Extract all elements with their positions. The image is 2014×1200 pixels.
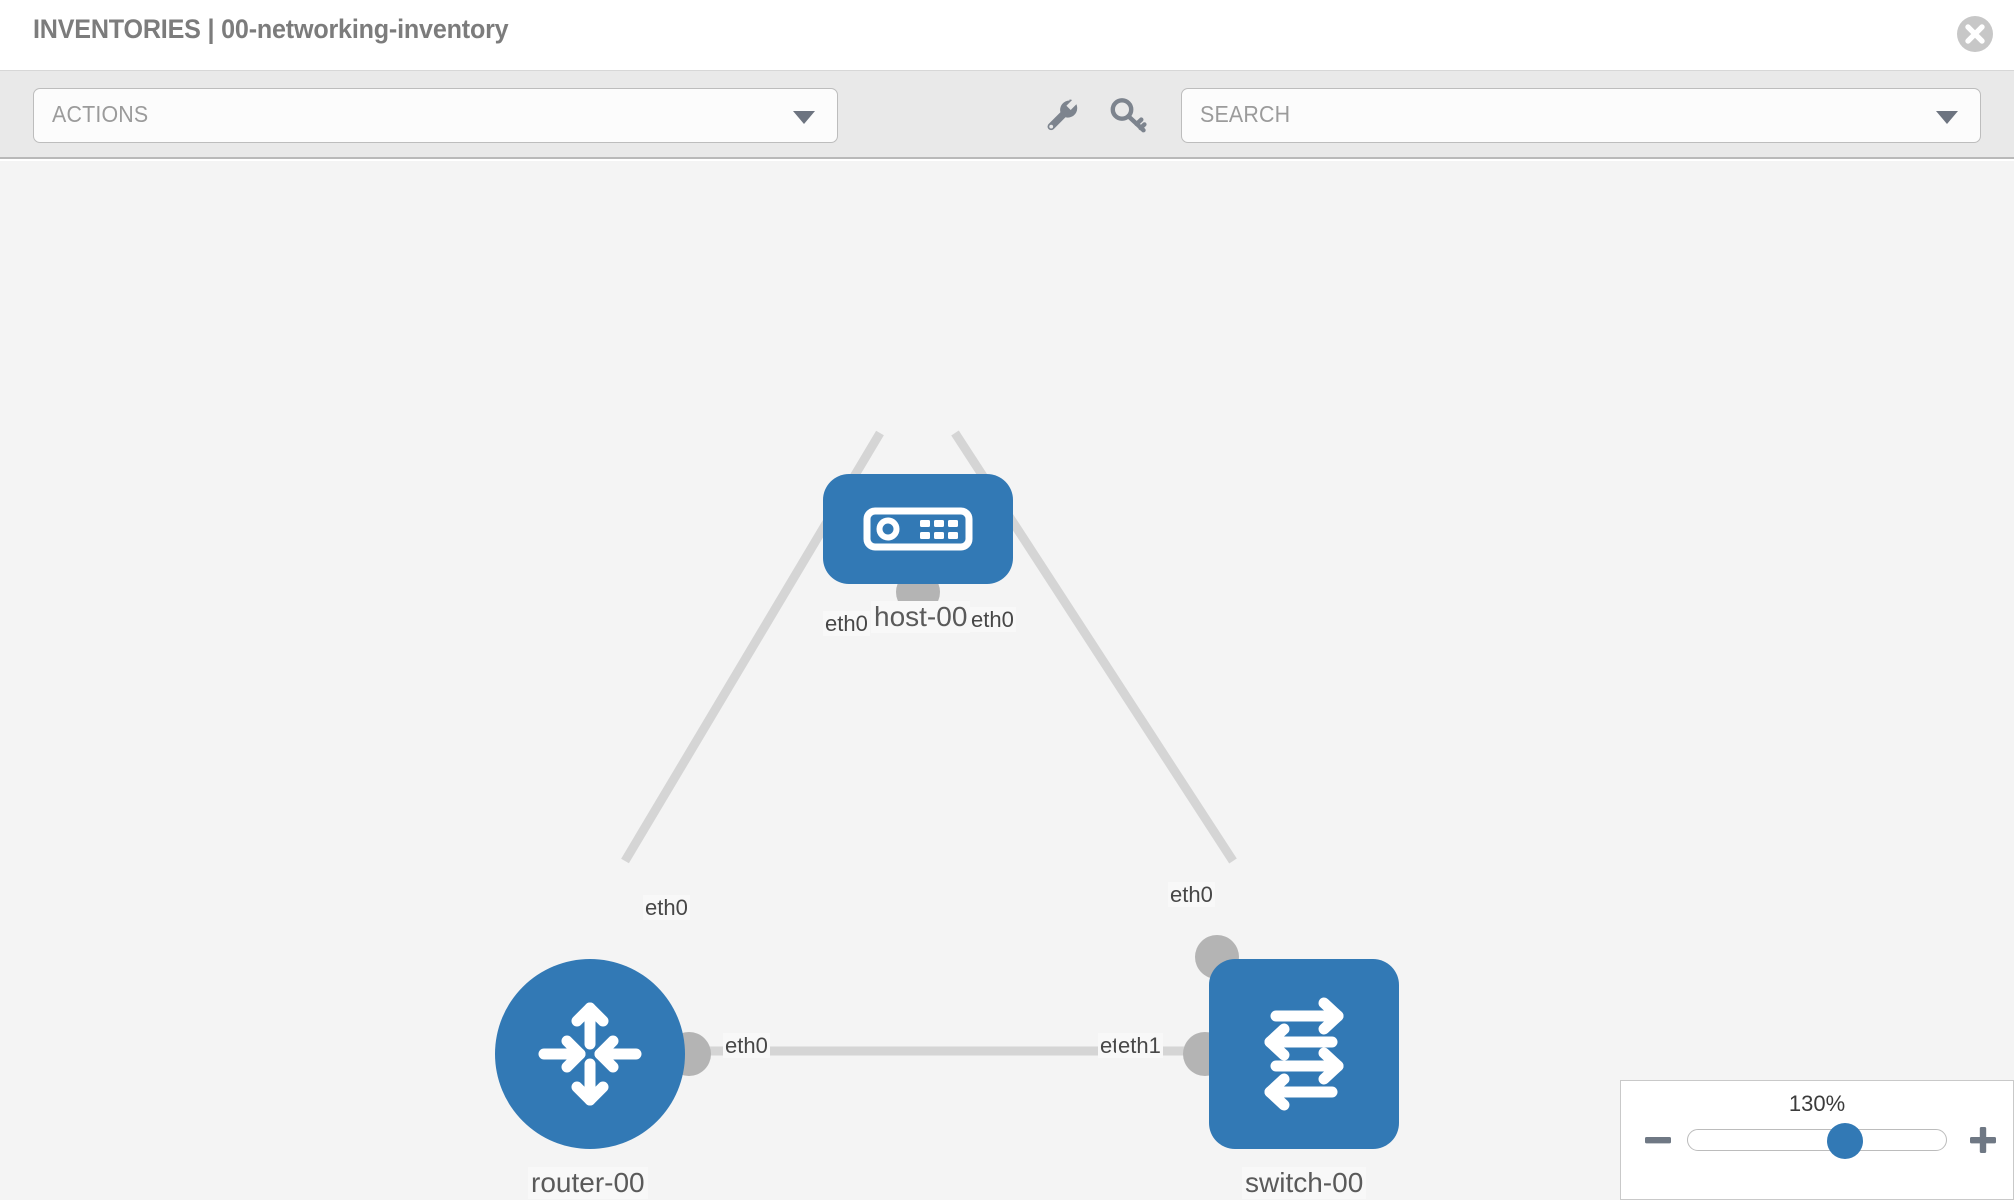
server-icon xyxy=(863,507,973,551)
chevron-down-icon[interactable] xyxy=(1936,110,1958,124)
iface-label-switch-left-eth0: et xyxy=(1098,1033,1121,1059)
toolbar: ACTIONS SEARCH xyxy=(0,71,2014,159)
iface-label-router-right-eth0: eth0 xyxy=(723,1033,770,1059)
zoom-control-panel: 130% xyxy=(1620,1080,2014,1200)
topology-graph: host-00 xyxy=(0,161,2014,1200)
minus-icon[interactable] xyxy=(1641,1123,1675,1157)
router-00-shape[interactable] xyxy=(495,959,685,1149)
zoom-slider-thumb[interactable] xyxy=(1827,1123,1863,1159)
key-icon[interactable] xyxy=(1105,91,1153,139)
node-label-host-00: host-00 xyxy=(871,601,971,633)
zoom-slider[interactable] xyxy=(1687,1123,1947,1159)
iface-label-host-right-eth0: eth0 xyxy=(969,607,1016,633)
actions-dropdown[interactable]: ACTIONS xyxy=(33,88,838,143)
wrench-icon[interactable] xyxy=(1037,91,1085,139)
router-arrows-icon xyxy=(538,1002,642,1106)
search-input[interactable]: SEARCH xyxy=(1181,88,1981,143)
close-icon[interactable] xyxy=(1957,16,1993,52)
iface-label-switch-left-eth1: eth1 xyxy=(1116,1033,1163,1059)
search-placeholder: SEARCH xyxy=(1200,101,1291,127)
iface-label-switch-up-eth0: eth0 xyxy=(1168,882,1215,908)
zoom-level-label: 130% xyxy=(1788,1091,1846,1116)
topology-links xyxy=(621,430,1237,1056)
host-00-shape[interactable] xyxy=(823,474,1013,584)
node-label-router-00: router-00 xyxy=(528,1167,648,1199)
page-title: INVENTORIES | 00-networking-inventory xyxy=(33,14,509,44)
chevron-down-icon xyxy=(793,110,815,124)
switch-arrows-icon xyxy=(1264,997,1344,1111)
switch-00-shape[interactable] xyxy=(1209,959,1399,1149)
topology-canvas[interactable]: host-00 xyxy=(0,161,2014,1200)
iface-label-router-up-eth0: eth0 xyxy=(643,895,690,921)
iface-label-host-left-eth0: eth0 xyxy=(823,611,870,637)
node-label-switch-00: switch-00 xyxy=(1242,1167,1367,1199)
title-bar: INVENTORIES | 00-networking-inventory xyxy=(0,0,2014,71)
actions-dropdown-label: ACTIONS xyxy=(52,101,149,127)
plus-icon[interactable] xyxy=(1966,1123,2000,1157)
